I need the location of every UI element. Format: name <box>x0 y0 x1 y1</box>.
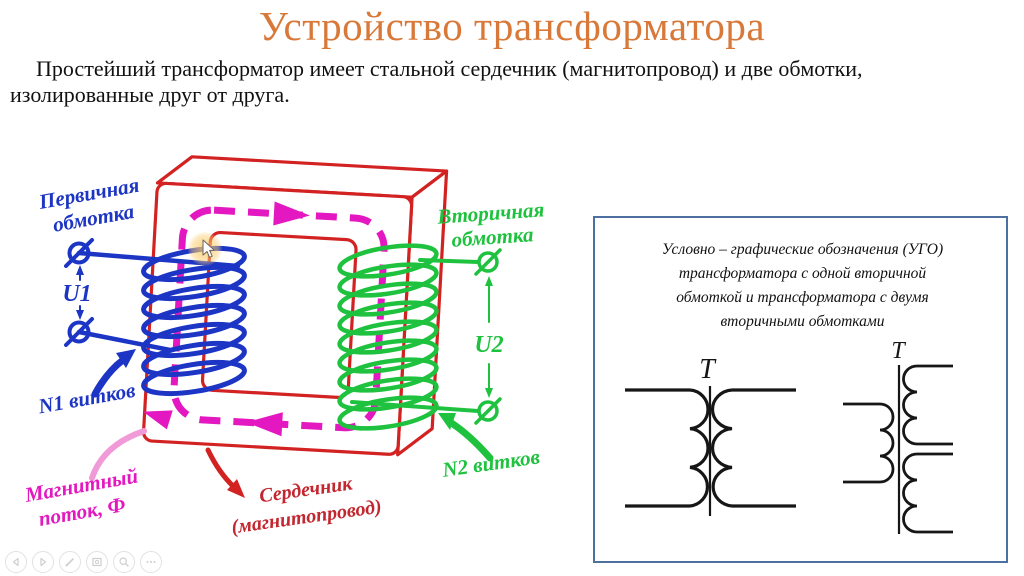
flux-pointer-line <box>89 428 147 481</box>
secondary-winding <box>337 243 502 462</box>
all-slides-icon <box>92 557 102 567</box>
ugo-caption-line-1: Условно – графические обозначения (УГО) <box>661 241 944 258</box>
primary-winding-label: Первичная обмотка <box>36 173 141 237</box>
ugo-caption-line-2: трансформатора с одной вторичной <box>678 265 927 282</box>
flux-path <box>143 201 388 437</box>
primary-terminal-bottom <box>64 317 94 347</box>
flux-arrow-bottom <box>246 412 283 437</box>
magnifier-icon <box>119 557 129 567</box>
secondary-terminal-bottom <box>474 397 502 425</box>
core-pointer-arrow <box>205 447 245 498</box>
primary-voltage-arrows <box>76 265 84 320</box>
secondary-terminal-top <box>474 248 502 276</box>
next-slide-button[interactable] <box>32 551 54 573</box>
zoom-slide-button[interactable] <box>113 551 135 573</box>
ugo-caption-line-3: обмоткой и трансформатора с двумя <box>676 289 929 306</box>
primary-turns-arrow <box>91 349 136 398</box>
next-slide-icon <box>40 557 47 567</box>
secondary-voltage-arrows <box>485 276 493 398</box>
intro-paragraph: Простейший трансформатор имеет стальной … <box>10 56 1014 108</box>
previous-slide-button[interactable] <box>5 551 27 573</box>
ugo-caption: Условно – графические обозначения (УГО) … <box>609 238 996 334</box>
core-label: Сердечник (магнитопровод) <box>230 472 383 539</box>
pen-icon <box>65 557 75 567</box>
slide-title: Устройство трансформатора <box>258 3 766 49</box>
prev-slide-icon <box>12 557 19 567</box>
ugo-caption-line-4: вторичными обмотками <box>720 313 885 330</box>
primary-terminal-top <box>64 238 94 268</box>
ugo-symbol-single-label: Т <box>699 354 717 385</box>
pen-tools-button[interactable] <box>59 551 81 573</box>
flux-arrow-top <box>273 201 310 226</box>
flux-label: Магнитный поток, Ф <box>22 463 140 530</box>
ugo-panel: Условно – графические обозначения (УГО) … <box>593 216 1008 563</box>
ugo-symbol-double-label: Т <box>891 338 906 364</box>
svg-text:обмотка: обмотка <box>451 222 535 252</box>
secondary-voltage-label: U2 <box>474 332 503 358</box>
intro-line-1: Простейший трансформатор имеет стальной … <box>36 56 863 81</box>
secondary-turns-arrow <box>438 413 494 462</box>
ugo-symbol-single <box>625 386 796 516</box>
transformer-diagram: Первичная обмотка U1 N1 витков Вторичная… <box>22 155 546 539</box>
primary-turns-label: N1 витков <box>35 378 137 419</box>
svg-text:(магнитопровод): (магнитопровод) <box>230 496 383 539</box>
intro-line-2: изолированные друг от друга. <box>10 82 290 107</box>
secondary-winding-label: Вторичная обмотка <box>436 197 546 252</box>
flux-arrow-corner <box>143 410 173 430</box>
ugo-symbols: Т Т <box>625 338 953 534</box>
more-options-button[interactable] <box>140 551 162 573</box>
ellipsis-icon <box>146 561 156 563</box>
primary-voltage-label: U1 <box>62 281 91 307</box>
ugo-symbol-double <box>843 364 953 534</box>
see-all-slides-button[interactable] <box>86 551 108 573</box>
presentation-toolbar <box>5 551 162 573</box>
secondary-turns-label: N2 витков <box>440 444 542 482</box>
